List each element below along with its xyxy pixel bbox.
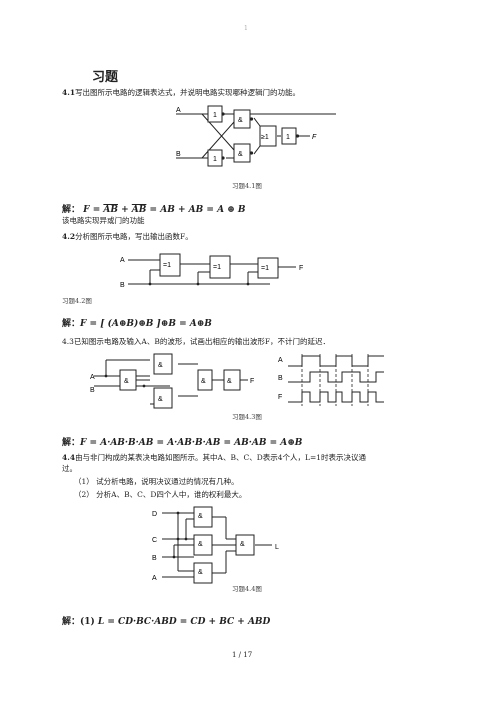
xor-gate-2: =1	[213, 264, 221, 271]
circuit-4-1: A B F 1 1 & & ≥1 1	[176, 105, 336, 167]
or-gate: ≥1	[261, 134, 269, 141]
sol-term4: AB	[188, 205, 204, 215]
page-footer: 1 / 17	[232, 651, 253, 659]
solution-expression: F = A·AB·B·AB = A·AB·B·AB = AB·AB = A⊕B	[80, 438, 303, 448]
problem-4-3: 4.3已知图示电路及输入A、B的波形，试画出相应的输出波形F，不计门的延迟．	[62, 337, 331, 346]
label-l: L	[275, 544, 279, 551]
problem-number: 4.2	[62, 232, 76, 241]
xor-gate-1: =1	[163, 262, 171, 269]
solution-4-2: 解：F = [ (A⊕B)⊕B ]⊕B = A⊕B	[62, 316, 212, 329]
problem-4-4-cont: 过。	[62, 464, 77, 473]
page-title: 习题	[92, 70, 119, 85]
problem-text: 写出图所示电路的逻辑表达式，并说明电路实现哪种逻辑门的功能。	[75, 88, 301, 97]
circuit-4-3: A B F & & & & &	[90, 353, 254, 409]
and-gate-3: &	[158, 396, 163, 403]
solution-4-1: 解： F = AB + AB = AB + AB = A ⊕ B	[62, 202, 245, 215]
nand-gate-2: &	[198, 541, 203, 548]
nand-gate-3: &	[198, 569, 203, 576]
and-gate-4: &	[201, 378, 206, 385]
nand-gate-4: &	[240, 541, 245, 548]
label-d: D	[152, 511, 157, 518]
page-top-mark: 1	[244, 25, 248, 32]
not-gate-out: 1	[286, 134, 290, 141]
label-a: A	[90, 374, 95, 381]
and-gate-1: &	[124, 378, 129, 385]
and-gate-2: &	[238, 151, 243, 158]
circuit-4-2: A B F =1 =1 =1	[120, 253, 303, 289]
label-f: F	[299, 265, 303, 272]
problem-text: 分析图所示电路，写出输出函数F。	[75, 232, 193, 241]
problem-4-4-item2: （2） 分析A、B、C、D四个人中，谁的权利最大。	[74, 490, 247, 499]
not-gate-a: 1	[213, 112, 217, 119]
sol-plus: +	[121, 205, 129, 215]
label-b: B	[176, 151, 181, 158]
problem-number: 4.1	[62, 88, 76, 97]
sol-term3: AB	[160, 205, 175, 215]
label-a: A	[152, 575, 157, 582]
wave-label-b: B	[278, 375, 283, 382]
sol-f: F	[83, 205, 90, 215]
waveform-4-3: A B F	[278, 354, 384, 406]
problem-text: 由与非门构成的某表决电路如图所示。其中A、B、C、D表示4个人，L=1时表示决议…	[75, 453, 367, 462]
problem-4-4: 4.4由与非门构成的某表决电路如图所示。其中A、B、C、D表示4个人，L=1时表…	[62, 453, 366, 463]
caption-4-1: 习题4.1图	[232, 182, 262, 190]
solution-expression: F = [ (A⊕B)⊕B ]⊕B = A⊕B	[80, 319, 212, 329]
label-b: B	[152, 555, 157, 562]
and-gate-2: &	[158, 362, 163, 369]
sol-term2: AB	[131, 205, 147, 215]
label-f: F	[312, 134, 317, 141]
label-b: B	[120, 282, 125, 289]
circuit-4-4: D C B A L & & & &	[152, 506, 279, 584]
wave-label-f: F	[278, 394, 282, 401]
label-f: F	[250, 378, 254, 385]
caption-4-2: 习题4.2图	[62, 297, 92, 305]
label-c: C	[152, 537, 157, 544]
problem-4-2: 4.2分析图所示电路，写出输出函数F。	[62, 232, 193, 242]
sol-eq3: =	[206, 205, 214, 215]
and-gate-5: &	[227, 378, 232, 385]
sol-eq2: =	[149, 205, 158, 215]
solution-4-3: 解：F = A·AB·B·AB = A·AB·B·AB = AB·AB = A⊕…	[62, 435, 302, 448]
and-gate-1: &	[238, 117, 243, 124]
nand-gate-1: &	[198, 513, 203, 520]
caption-4-4: 习题4.4图	[232, 585, 262, 593]
problem-4-1: 4.1写出图所示电路的逻辑表达式，并说明电路实现哪种逻辑门的功能。	[62, 88, 300, 98]
solution-label: 解：(1)	[62, 617, 95, 627]
sol-term1: AB	[103, 205, 118, 215]
conclusion-4-1: 该电路实现异或门的功能	[62, 216, 145, 225]
solution-expression: L = CD·BC·ABD = CD + BC + ABD	[97, 617, 271, 627]
solution-label: 解：	[62, 438, 81, 448]
label-b: B	[90, 387, 95, 394]
sol-result: A ⊕ B	[217, 205, 246, 215]
solution-4-4: 解：(1) L = CD·BC·ABD = CD + BC + ABD	[62, 614, 270, 627]
wave-label-a: A	[278, 357, 283, 364]
solution-label: 解：	[62, 319, 81, 329]
sol-plus2: +	[177, 205, 186, 215]
caption-4-3: 习题4.3图	[232, 413, 262, 421]
label-a: A	[120, 257, 125, 264]
problem-number: 4.4	[62, 453, 76, 462]
label-a: A	[176, 107, 181, 114]
sol-eq: =	[92, 205, 101, 215]
problem-4-4-item1: （1） 试分析电路，说明决议通过的情况有几种。	[74, 477, 239, 486]
solution-label: 解：	[62, 205, 81, 215]
xor-gate-3: =1	[261, 265, 269, 272]
not-gate-b: 1	[213, 156, 217, 163]
